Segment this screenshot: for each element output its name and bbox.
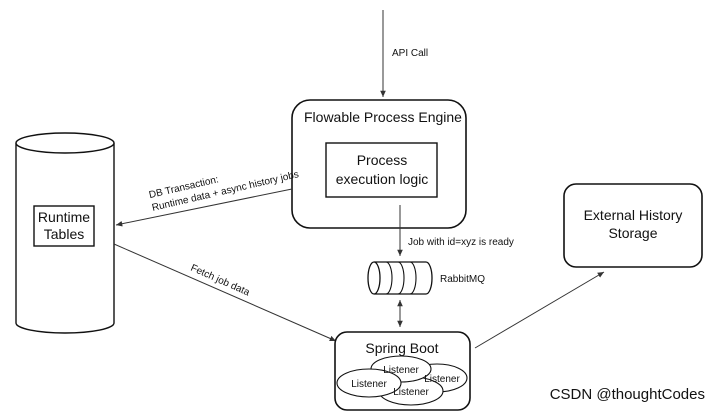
runtime-database-node: Runtime Tables bbox=[15, 132, 115, 334]
external-history-line1: External History bbox=[584, 207, 683, 223]
rabbitmq-label: RabbitMQ bbox=[440, 274, 485, 285]
spring-boot-node: Spring Boot Listener Listener Listener L… bbox=[334, 331, 471, 411]
job-ready-edge: Job with id=xyz is ready bbox=[397, 205, 514, 256]
flowable-engine-title: Flowable Process Engine bbox=[304, 109, 462, 125]
runtime-tables-line1: Runtime bbox=[38, 209, 90, 225]
process-logic-line1: Process bbox=[357, 152, 408, 168]
spring-boot-title: Spring Boot bbox=[365, 340, 438, 356]
api-call-edge: API Call bbox=[380, 10, 428, 97]
listener-label: Listener bbox=[383, 365, 419, 376]
runtime-tables-line2: Tables bbox=[44, 226, 84, 242]
job-ready-label: Job with id=xyz is ready bbox=[408, 237, 514, 248]
rabbitmq-node: RabbitMQ bbox=[367, 261, 485, 295]
api-call-label: API Call bbox=[392, 48, 428, 59]
listener-label: Listener bbox=[424, 374, 460, 385]
process-logic-line2: execution logic bbox=[336, 171, 429, 187]
listener-label: Listener bbox=[351, 379, 387, 390]
external-history-line2: Storage bbox=[608, 225, 657, 241]
rabbitmq-queue-end bbox=[367, 261, 381, 295]
external-history-node: External History Storage bbox=[563, 183, 703, 268]
history-export-arrow bbox=[474, 271, 605, 349]
rabbitmq-queue-segment bbox=[397, 261, 405, 295]
database-cylinder-top bbox=[15, 132, 115, 154]
db-transaction-arrow bbox=[115, 188, 293, 227]
fetch-job-data-arrow bbox=[113, 243, 337, 342]
flowable-engine-node: Flowable Process Engine Process executio… bbox=[291, 99, 467, 229]
external-history-box bbox=[563, 183, 703, 268]
rabbitmq-queue-segment bbox=[385, 261, 393, 295]
listener-label: Listener bbox=[393, 387, 429, 398]
rabbitmq-queue-segment bbox=[409, 261, 417, 295]
process-logic-box bbox=[325, 142, 438, 198]
rabbitmq-queue-body bbox=[374, 261, 433, 295]
runtime-tables-box bbox=[33, 205, 95, 247]
listener-ellipse bbox=[336, 368, 402, 398]
csdn-watermark: CSDN @thoughtCodes bbox=[550, 386, 705, 403]
fetch-job-data-edge: Fetch job data bbox=[113, 243, 337, 342]
db-transaction-edge: DB Transaction: Runtime data + async his… bbox=[115, 169, 300, 227]
